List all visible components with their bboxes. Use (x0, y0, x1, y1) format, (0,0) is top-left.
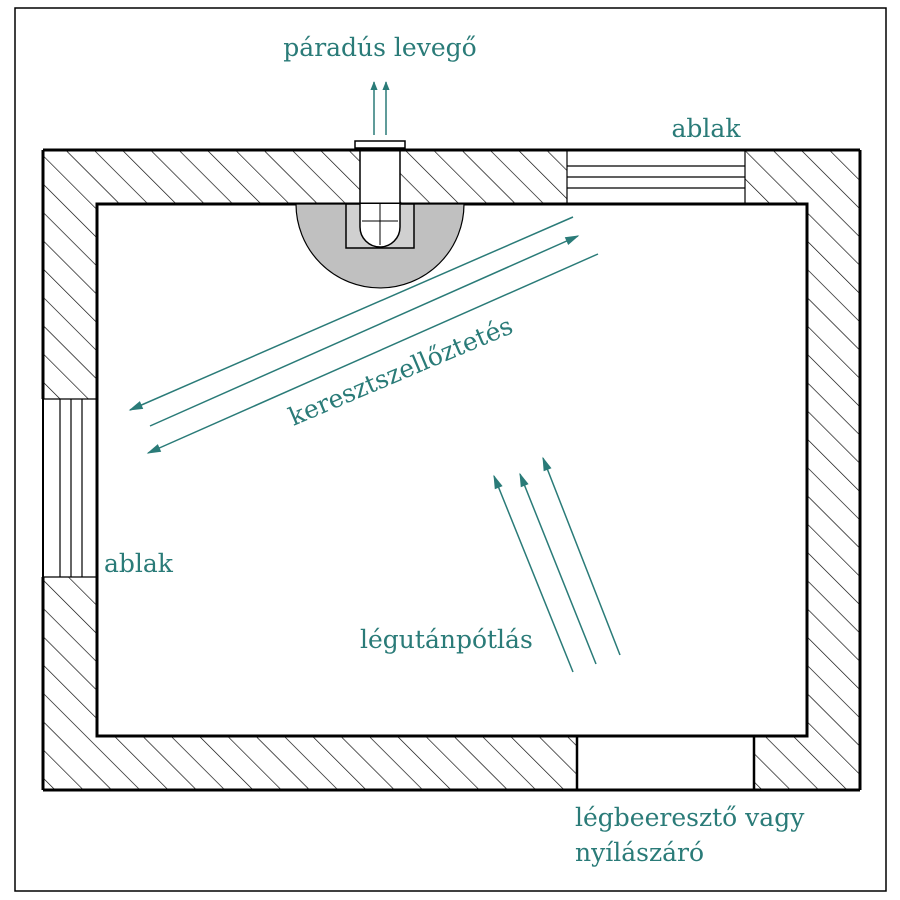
exhaust-arrows (370, 81, 390, 135)
vent-duct-opening (360, 151, 400, 204)
cross-ventilation-arrows (128, 216, 599, 454)
figure-frame (14, 7, 887, 892)
window-left-glazing (42, 398, 97, 578)
inlet-opening (577, 736, 754, 789)
air-replacement-label: légutánpótlás (360, 625, 533, 654)
window-left-label: ablak (104, 549, 174, 578)
inlet-label-line1: légbeeresztő vagy (575, 803, 805, 832)
air-replacement-arrows (493, 456, 621, 673)
cross-ventilation-label: keresztszellőztetés (284, 311, 516, 432)
inlet-edges (575, 736, 756, 790)
inlet-label-line2: nyílászáró (575, 838, 704, 867)
window-top-glazing (566, 151, 746, 204)
window-top-label: ablak (672, 114, 742, 143)
vent-duct (354, 140, 406, 204)
humid-air-label: páradús levegő (283, 33, 476, 62)
